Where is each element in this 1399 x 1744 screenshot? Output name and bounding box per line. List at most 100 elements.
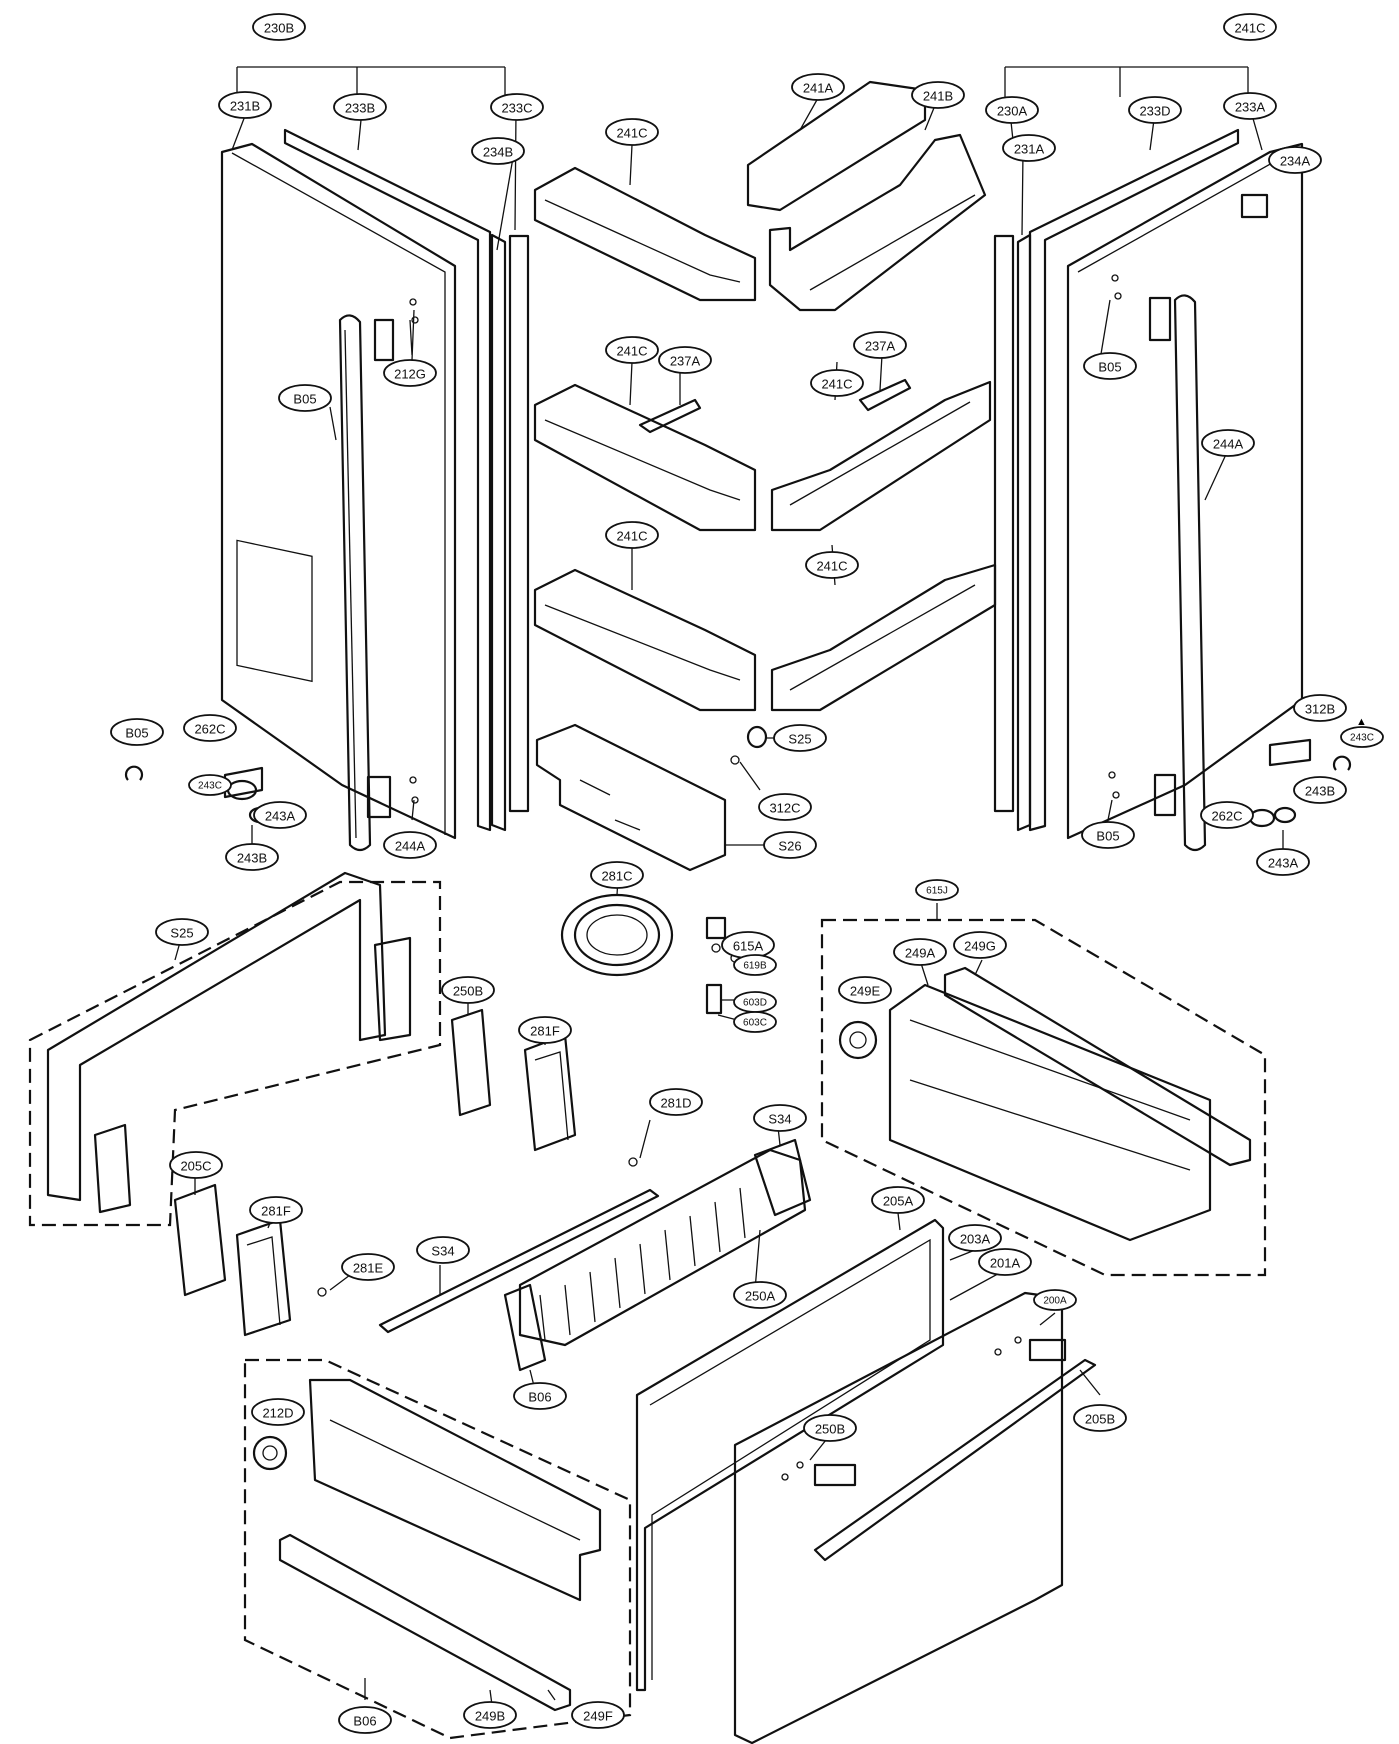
callout-249F: 249F xyxy=(571,1701,625,1729)
callout-label: 231B xyxy=(230,99,260,114)
callout-label: 205B xyxy=(1085,1412,1115,1427)
callout-bubble xyxy=(1256,848,1310,876)
callout-bubble xyxy=(810,369,864,397)
callout-bubble xyxy=(218,91,272,119)
callout-B05: B05 xyxy=(1081,821,1135,849)
callout-244A: 244A xyxy=(383,831,437,859)
callout-label: 281D xyxy=(660,1096,691,1111)
callout-243B: 243B xyxy=(225,843,279,871)
callout-label: 241C xyxy=(821,377,852,392)
callout-281E: 281E xyxy=(341,1253,395,1281)
warning-triangle-icon: ▲ xyxy=(1356,716,1367,728)
callout-243A: 243A xyxy=(1256,848,1310,876)
callout-label: B05 xyxy=(293,392,316,407)
callout-bubble xyxy=(490,93,544,121)
right-door-assembly: ▲ xyxy=(993,66,1367,852)
callout-241C: 241C xyxy=(605,521,659,549)
callout-237A: 237A xyxy=(658,346,712,374)
callout-243B: 243B xyxy=(1293,776,1347,804)
left-door-gasket xyxy=(283,128,492,832)
callout-bubble xyxy=(893,938,947,966)
callout-label: 281E xyxy=(353,1261,384,1276)
callout-bubble xyxy=(758,793,812,821)
callout-bubble xyxy=(838,976,892,1004)
callout-243A: 243A xyxy=(253,801,307,829)
callout-201A: 201A xyxy=(978,1248,1032,1276)
callout-label: 241A xyxy=(803,81,834,96)
callout-label: 231A xyxy=(1014,142,1045,157)
callout-label: 233C xyxy=(501,101,532,116)
callout-bubble xyxy=(471,137,525,165)
callout-bubble xyxy=(1223,13,1277,41)
callout-281D: 281D xyxy=(649,1088,703,1116)
callout-233A: 233A xyxy=(1223,92,1277,120)
left-door-handle xyxy=(338,314,372,852)
callout-212D: 212D xyxy=(251,1398,305,1426)
callout-label: 205A xyxy=(883,1194,914,1209)
callout-615A: 615A xyxy=(721,931,775,959)
right-door-gasket-strip xyxy=(993,234,1015,813)
callout-bubble xyxy=(1201,429,1255,457)
callout-603D: 603D xyxy=(733,991,777,1013)
callout-233C: 233C xyxy=(490,93,544,121)
callout-label: S26 xyxy=(778,839,801,854)
callout-B06: B06 xyxy=(513,1382,567,1410)
callout-label: 244A xyxy=(1213,437,1244,452)
callout-bubble xyxy=(518,1016,572,1044)
callout-bubble xyxy=(590,861,644,889)
callout-bubble xyxy=(763,831,817,859)
callout-281F: 281F xyxy=(249,1196,303,1224)
assembly-249A xyxy=(820,903,1267,1277)
callout-label: 603C xyxy=(743,1018,767,1029)
callout-label: 249F xyxy=(583,1709,613,1724)
callout-bubble xyxy=(605,118,659,146)
callout-bubble xyxy=(1293,694,1347,722)
callout-label: 243B xyxy=(1305,784,1335,799)
callout-label: 281F xyxy=(530,1024,560,1039)
drawer-front-201A xyxy=(733,1291,1064,1744)
callout-label: 241C xyxy=(1234,21,1265,36)
water-line-parts xyxy=(560,877,746,1023)
callout-203A: 203A xyxy=(948,1224,1002,1252)
callout-bubble xyxy=(1033,1289,1077,1311)
callout-label: 230A xyxy=(997,104,1028,119)
callout-S26: S26 xyxy=(763,831,817,859)
callout-label: 237A xyxy=(670,354,701,369)
callout-bubble xyxy=(1083,352,1137,380)
callout-bubble xyxy=(571,1701,625,1729)
callout-label: 250B xyxy=(815,1422,845,1437)
right-door-handle xyxy=(1173,294,1207,852)
callout-label: 249E xyxy=(850,984,881,999)
assembly-281C xyxy=(28,871,442,1227)
callout-bubble xyxy=(251,1398,305,1426)
callout-bubble xyxy=(733,1281,787,1309)
callout-bubble xyxy=(463,1701,517,1729)
callout-label: 230B xyxy=(264,21,294,36)
callout-bubble xyxy=(605,521,659,549)
callout-bubble xyxy=(1340,726,1384,748)
callout-249A: 249A xyxy=(893,938,947,966)
callout-241B: 241B xyxy=(911,81,965,109)
callout-281C: 281C xyxy=(590,861,644,889)
callout-bubble xyxy=(383,359,437,387)
left-door-window xyxy=(236,539,313,683)
callout-B05: B05 xyxy=(110,718,164,746)
callout-label: 241B xyxy=(923,89,953,104)
callout-bubble xyxy=(733,1011,777,1033)
callout-label: 237A xyxy=(865,339,896,354)
callout-label: 615J xyxy=(926,886,948,897)
callout-603C: 603C xyxy=(733,1011,777,1033)
callout-205B: 205B xyxy=(1073,1404,1127,1432)
callout-250B: 250B xyxy=(441,976,495,1004)
callout-label: 243A xyxy=(265,809,296,824)
basket-205 xyxy=(378,1126,812,1391)
left-door-gasket-strip xyxy=(508,234,530,813)
callout-bubble xyxy=(985,96,1039,124)
callout-label: 312B xyxy=(1305,702,1335,717)
left-door-assembly xyxy=(124,66,530,852)
callout-bubble xyxy=(110,718,164,746)
callout-241A: 241A xyxy=(791,73,845,101)
callout-S25: S25 xyxy=(773,724,827,752)
callout-label: 233B xyxy=(345,101,375,116)
